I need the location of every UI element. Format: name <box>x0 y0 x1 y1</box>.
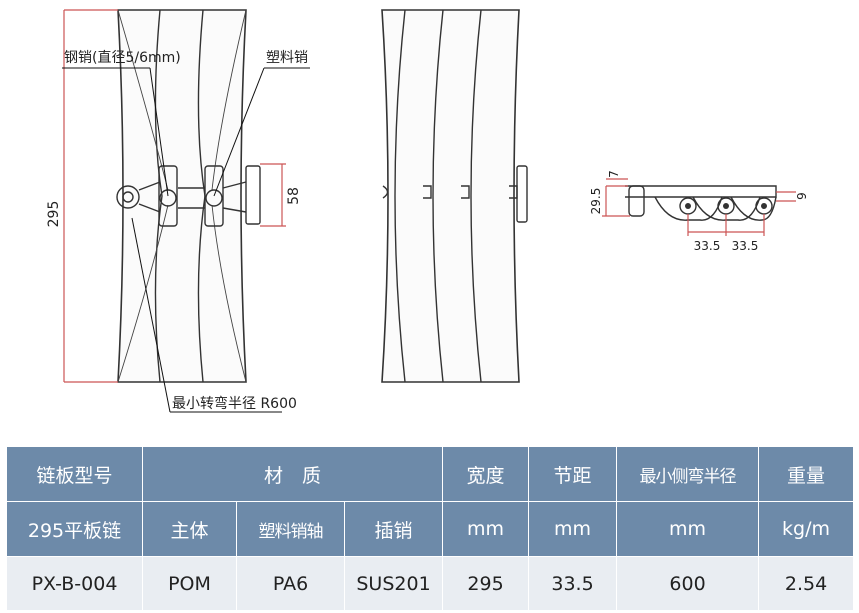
width-dimension: 295 <box>46 9 118 383</box>
dim-29-5: 29.5 <box>589 188 603 215</box>
pin-boss-dim-label: 58 <box>286 187 302 205</box>
subheader-row: 295平板链 主体 塑料销轴 插销 mm mm mm kg/m <box>6 501 855 557</box>
subheader-series: 295平板链 <box>6 501 143 557</box>
min-radius-label: 最小转弯半径 R600 <box>172 395 297 412</box>
spec-table: 链板型号 材 质 宽度 节距 最小侧弯半径 重量 295平板链 主体 塑料销轴 … <box>6 446 855 611</box>
cell-plastic-pin-shaft: PA6 <box>236 556 345 611</box>
technical-drawing: 295 58 钢销(直径5/6mm) 塑料销 最小转弯半径 R600 <box>46 9 809 413</box>
dim-9: 9 <box>795 192 809 200</box>
subheader-radius-unit: mm <box>616 501 760 557</box>
table-row: PX-B-004 POM PA6 SUS201 295 33.5 600 2.5… <box>6 556 855 611</box>
dim-pitch-1: 33.5 <box>694 239 721 253</box>
header-pitch: 节距 <box>528 446 618 502</box>
cell-pitch: 33.5 <box>528 556 618 611</box>
header-row: 链板型号 材 质 宽度 节距 最小侧弯半径 重量 <box>6 446 855 502</box>
top-view <box>116 9 261 383</box>
pin-boss-dimension: 58 <box>260 163 302 227</box>
subheader-insert-pin: 插销 <box>343 501 444 557</box>
plastic-pin-label: 塑料销 <box>266 50 308 66</box>
subheader-body: 主体 <box>142 501 237 557</box>
callouts: 钢销(直径5/6mm) 塑料销 最小转弯半径 R600 <box>62 49 310 413</box>
cell-model: PX-B-004 <box>6 556 143 611</box>
subheader-weight-unit: kg/m <box>758 501 855 557</box>
side-bend-view <box>381 9 528 383</box>
cell-weight: 2.54 <box>758 556 855 611</box>
subheader-plastic-pin-shaft: 塑料销轴 <box>236 501 345 557</box>
header-model: 链板型号 <box>6 446 143 502</box>
subheader-width-unit: mm <box>442 501 530 557</box>
cell-width: 295 <box>442 556 530 611</box>
subheader-pitch-unit: mm <box>528 501 618 557</box>
header-material: 材 质 <box>141 446 444 502</box>
header-weight: 重量 <box>758 446 855 502</box>
steel-pin-label: 钢销(直径5/6mm) <box>64 49 181 66</box>
cell-min-side-radius: 600 <box>616 556 760 611</box>
width-dim-label: 295 <box>46 201 62 228</box>
header-width: 宽度 <box>442 446 530 502</box>
header-min-side-radius: 最小侧弯半径 <box>616 446 760 502</box>
dim-7: 7 <box>607 170 621 178</box>
cell-insert-pin: SUS201 <box>343 556 444 611</box>
side-view <box>625 185 777 221</box>
dim-pitch-2: 33.5 <box>732 239 759 253</box>
cell-body: POM <box>142 556 237 611</box>
side-view-dimensions: 7 29.5 9 33.5 33.5 <box>589 170 809 253</box>
